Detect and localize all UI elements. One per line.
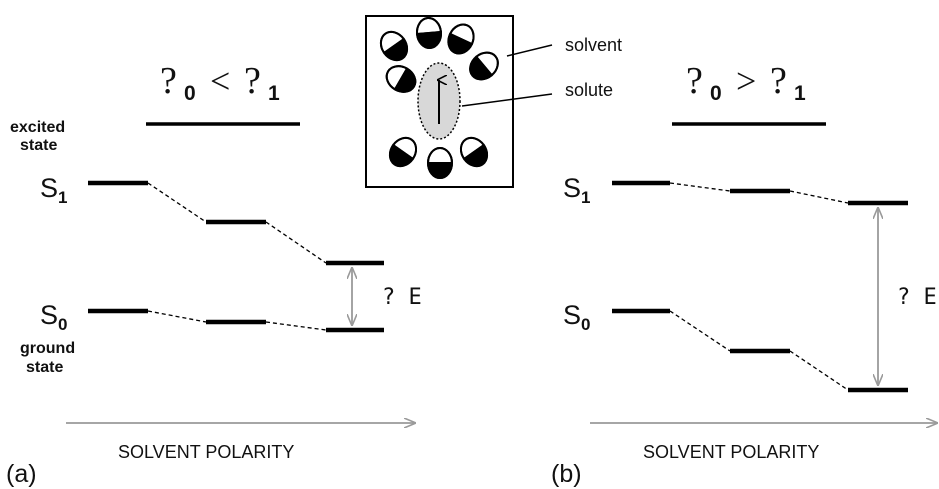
solvent-molecule-7 xyxy=(426,147,454,179)
polarity-axis-label-a: SOLVENT POLARITY xyxy=(118,442,294,462)
solvent-leader-line xyxy=(506,44,553,57)
polarity-axis-label-b: SOLVENT POLARITY xyxy=(643,442,819,462)
panel-b-title-lhs: ? xyxy=(686,60,703,102)
s1-label-a: S xyxy=(40,173,58,203)
panel-a-title-op: < xyxy=(210,61,230,101)
s0-sub-b: 0 xyxy=(581,315,590,334)
panel-b-title: ? 0 > ? 1 xyxy=(672,60,826,126)
panel-label-a: (a) xyxy=(6,460,37,488)
solvent-molecule-1 xyxy=(379,30,409,62)
panel-b-title-op: > xyxy=(736,61,756,101)
solute-label: solute xyxy=(565,80,613,100)
s1-sub-a: 1 xyxy=(58,188,67,207)
s0-connector-2 xyxy=(265,321,327,331)
solvent-molecule-2 xyxy=(415,17,443,49)
panel-a-title-rhs: ? xyxy=(244,60,261,102)
ground-label-line2: state xyxy=(26,359,63,376)
panel-label-b: (b) xyxy=(551,460,582,488)
s1-sub-b: 1 xyxy=(581,188,590,207)
s0-connector-b1 xyxy=(669,310,731,352)
solvent-molecule-4 xyxy=(469,51,499,81)
solvent-molecule-8 xyxy=(459,136,489,168)
panel-b-title-sub1: 1 xyxy=(794,82,806,105)
solvent-molecule-6 xyxy=(388,136,418,168)
delta-e-label-b: ? E xyxy=(897,285,937,310)
panel-a: ? 0 < ? 1 excited state ground state S 1… xyxy=(6,60,422,488)
panel-a-levels xyxy=(88,180,384,333)
s0-connector-1 xyxy=(147,310,207,323)
panel-b-title-rhs: ? xyxy=(770,60,787,102)
solvent-molecule-5 xyxy=(385,65,417,93)
s1-connector-b2 xyxy=(789,190,849,204)
s1-label-b: S xyxy=(563,173,581,203)
s0-label-a: S xyxy=(40,300,58,330)
ground-label-line1: ground xyxy=(20,340,75,357)
s0-label-b: S xyxy=(563,300,581,330)
solute-leader-line xyxy=(461,93,553,107)
s1-connector-b1 xyxy=(669,182,731,192)
panel-b-title-sub0: 0 xyxy=(710,82,722,105)
s0-connector-b2 xyxy=(789,350,849,391)
panel-b: ? 0 > ? 1 S 1 S 0 ? E SOLVENT POLARITY (… xyxy=(551,60,937,488)
excited-label-line2: state xyxy=(20,137,57,154)
s1-connector-1 xyxy=(147,182,207,223)
panel-a-title-sub1: 1 xyxy=(268,82,280,105)
excited-label-line1: excited xyxy=(10,119,65,136)
panel-b-levels xyxy=(612,180,908,393)
solvation-inset: solvent solute xyxy=(365,15,622,188)
panel-a-title: ? 0 < ? 1 xyxy=(146,60,300,126)
solvent-molecules xyxy=(379,17,499,179)
solvent-label: solvent xyxy=(565,35,622,55)
panel-a-title-sub0: 0 xyxy=(184,82,196,105)
panel-a-title-lhs: ? xyxy=(160,60,177,102)
s0-sub-a: 0 xyxy=(58,315,67,334)
delta-e-label-a: ? E xyxy=(382,285,422,310)
s1-connector-2 xyxy=(265,221,327,264)
solvent-molecule-3 xyxy=(447,23,475,55)
